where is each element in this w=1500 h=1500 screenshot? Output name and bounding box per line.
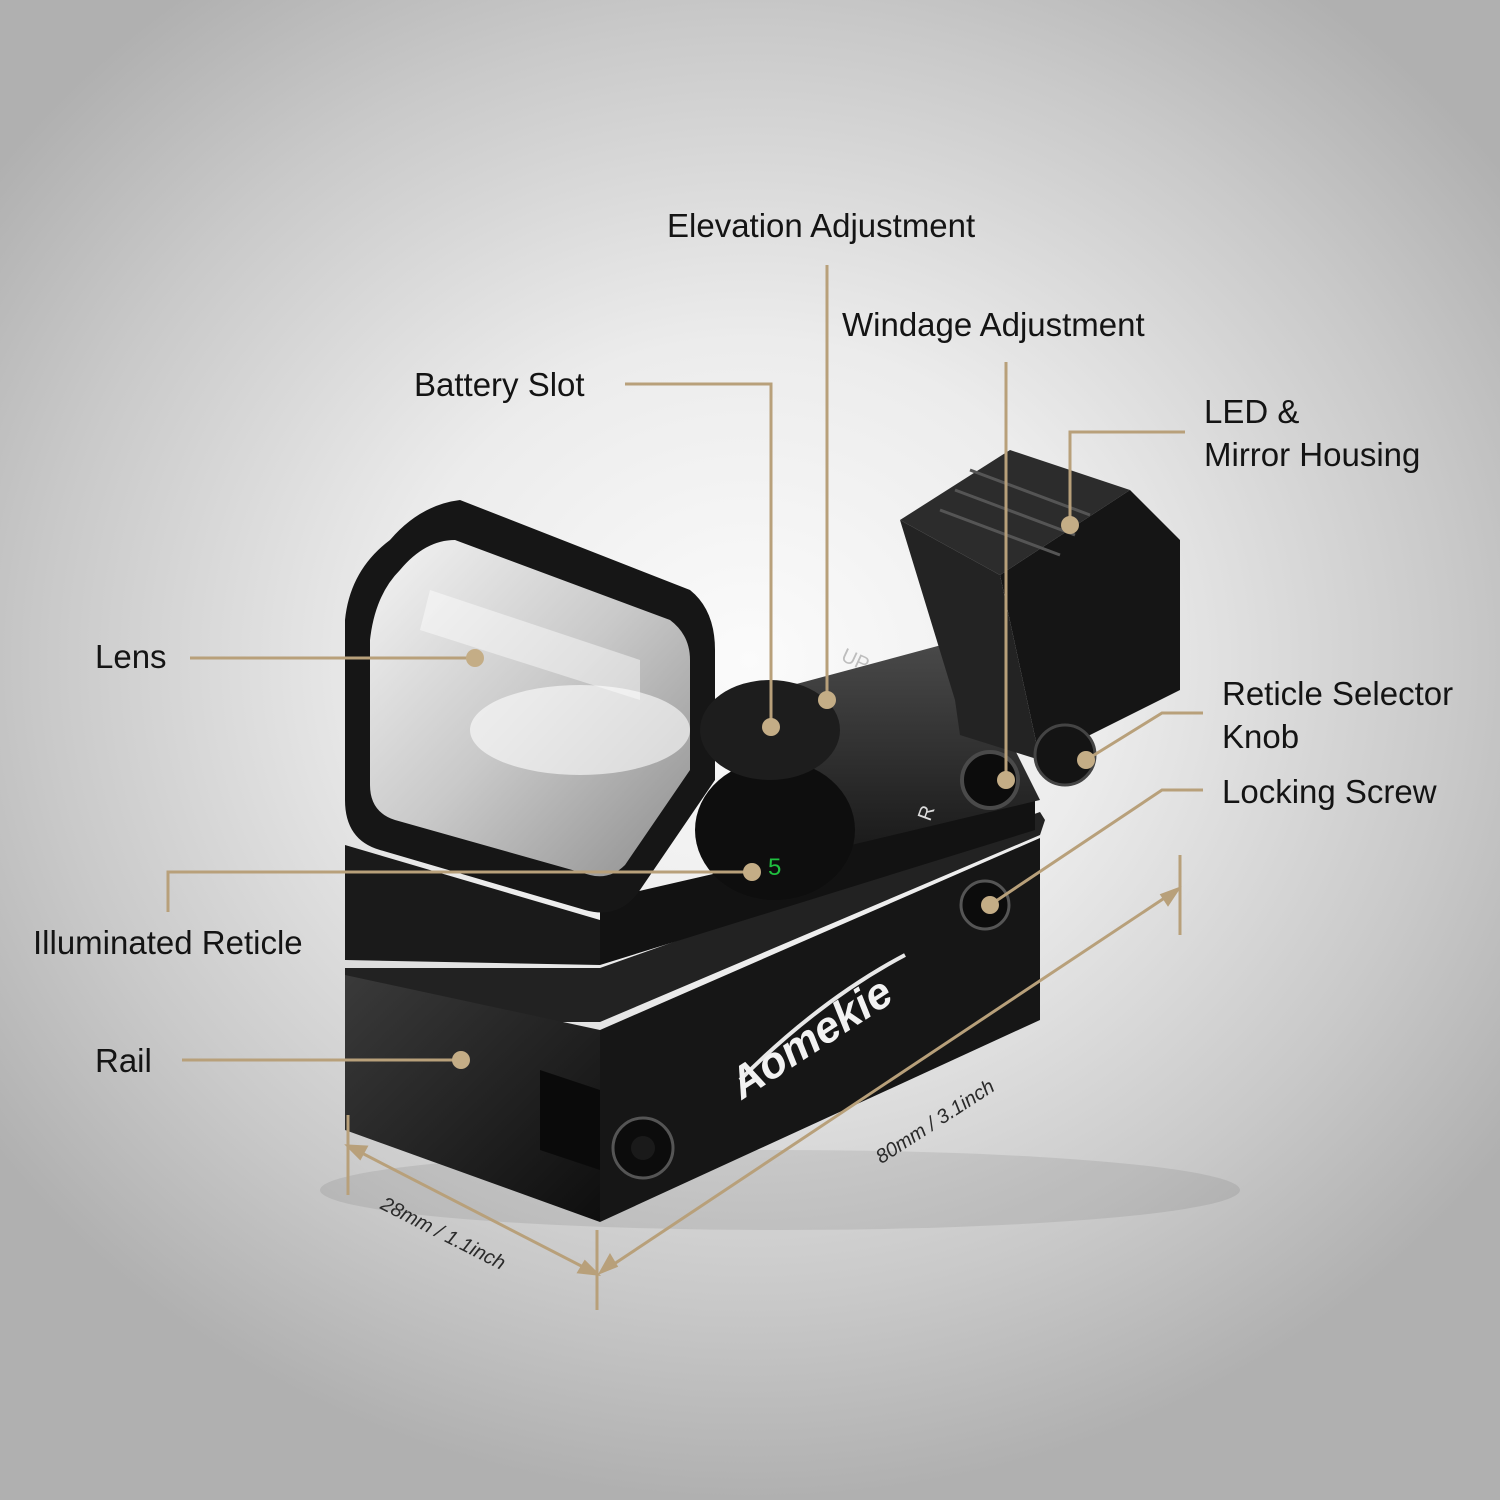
rail-top [345,812,1045,1022]
label-battery-slot: Battery Slot [414,366,585,403]
reticle-number: 5 [768,854,781,881]
rail-slot [540,1070,600,1170]
label-illuminated-reticle: Illuminated Reticle [33,924,303,961]
dimension-lines [344,855,1182,1310]
rail-front [345,975,600,1222]
label-rail: Rail [95,1042,152,1079]
led-housing-side [1000,490,1180,760]
callout-dots [452,516,1095,1069]
reticle-dial [695,760,855,900]
label-led-line2: Mirror Housing [1204,436,1421,473]
label-led-line1: LED & [1204,393,1300,430]
label-elevation-adjustment: Elevation Adjustment [667,207,976,244]
rail-side [600,838,1040,1222]
body-front [345,845,600,965]
label-led-mirror-housing: LED & Mirror Housing [1204,390,1420,476]
windage-mark: R [914,803,940,824]
label-reticle-knob-line1: Reticle Selector [1222,675,1454,712]
label-lens: Lens [95,638,167,675]
label-windage-adjustment: Windage Adjustment [842,306,1145,343]
windage-knob-icon [960,750,1020,810]
label-reticle-knob-line2: Knob [1222,718,1300,755]
callout-lines [166,265,1203,1062]
label-reticle-selector-knob: Reticle Selector Knob [1222,672,1453,758]
label-locking-screw: Locking Screw [1222,773,1437,810]
